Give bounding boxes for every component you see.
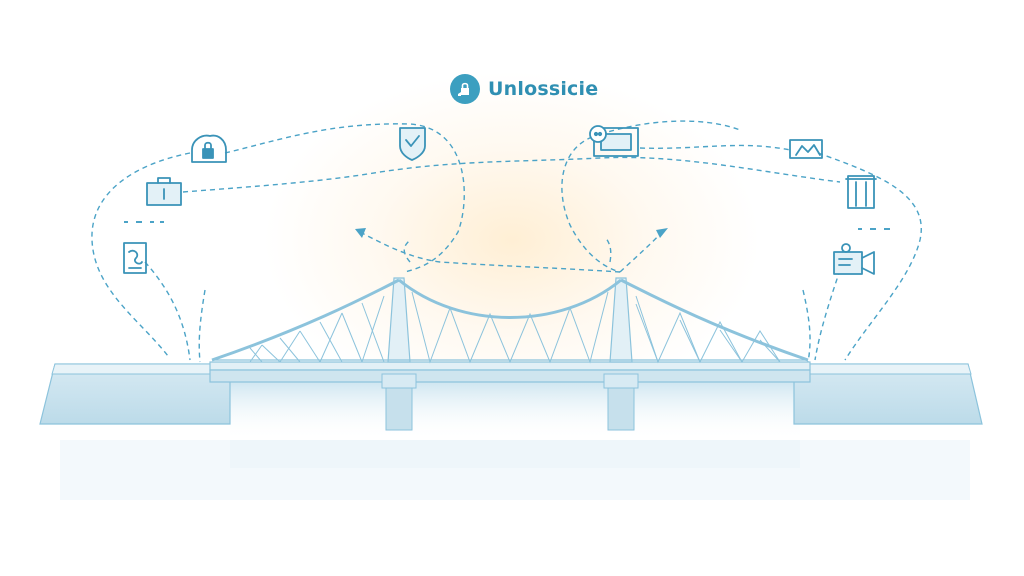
document-icon <box>123 242 147 274</box>
connection-lines <box>91 120 922 363</box>
bridge <box>209 277 811 431</box>
header: Unlossicie <box>450 72 598 106</box>
dot-markers <box>124 221 890 230</box>
server-rack-icon <box>845 175 877 209</box>
ticket-icon <box>789 139 823 159</box>
cloud-lock-icon <box>191 134 227 163</box>
chat-screen-icon <box>589 125 639 157</box>
hand-lock-icon <box>450 74 480 104</box>
arrowheads <box>355 228 668 238</box>
shield-icon <box>399 127 426 161</box>
app-title: Unlossicie <box>488 78 599 100</box>
video-camera-icon <box>833 243 875 275</box>
left-bank <box>39 363 231 425</box>
right-bank <box>793 363 983 425</box>
water-reflection <box>60 382 970 500</box>
hand-lock-icon-glyph <box>458 82 469 96</box>
briefcase-icon <box>146 177 182 206</box>
